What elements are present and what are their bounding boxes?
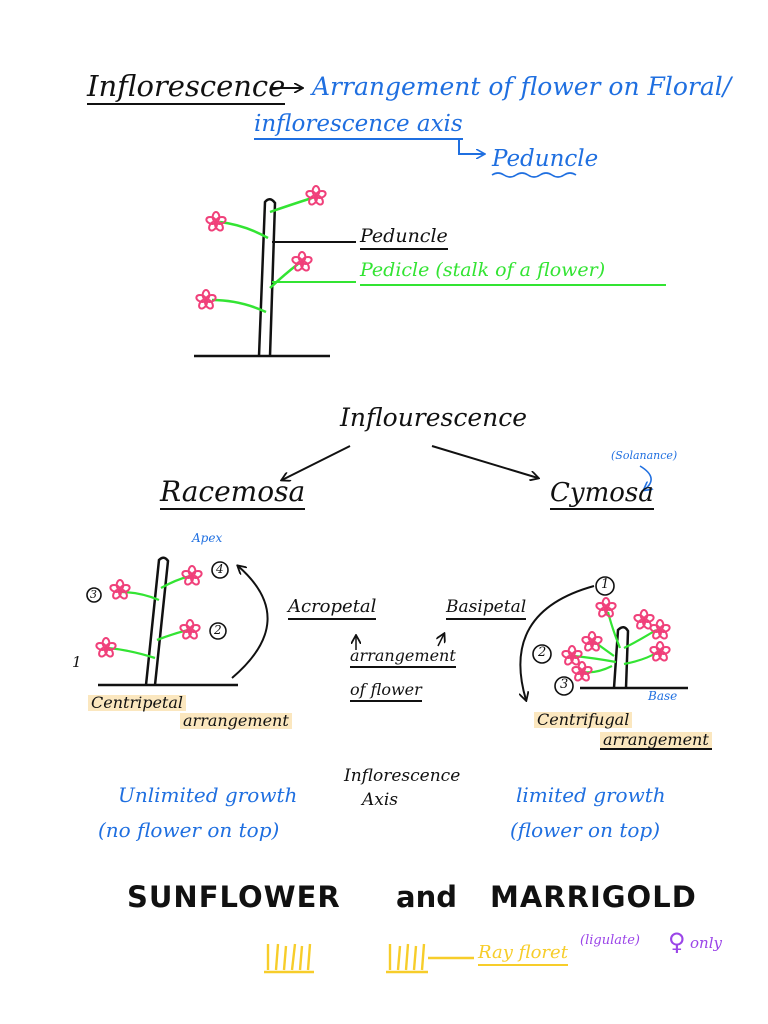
acropetal-label: Acropetal [288,598,377,620]
cymose-marker-1: 1 [601,577,610,592]
cymosa-label: Cymosa [550,478,654,510]
inflorescence-axis-label-2: Axis [362,790,399,810]
limited-growth-label: limited growth [516,783,666,807]
cymose-marker-2: 2 [538,645,547,660]
peduncle-wavy-underline [491,172,577,178]
tree-root-label: Inflourescence [340,403,528,432]
basipetal-arrow [520,585,595,700]
marker-circle [554,676,574,696]
marrigold-heading: MARRIGOLD [490,880,697,914]
centrifugal-label: Centrifugal [534,712,633,728]
and-heading: and [396,880,457,914]
pedicle-label: Pedicle (stalk of a flower) [360,261,666,286]
marker-circle [209,622,227,640]
only-label: only [690,934,722,952]
small-arrow-right [438,634,444,647]
racemose-diagram [86,556,269,687]
inflorescence-diagram [194,185,356,358]
marker-circle [595,576,615,596]
racemose-marker-2: 2 [214,623,222,637]
peduncle-note: Peduncle [492,146,599,172]
of-flower-label: of flower [350,682,422,702]
unlimited-growth-label: Unlimited growth [118,783,298,807]
racemose-marker-4: 4 [216,562,224,576]
solanance-arrow [639,465,651,490]
peduncle-arrow [458,140,484,154]
no-flower-on-top-label: (no flower on top) [98,818,280,842]
racemose-marker-3: 3 [90,588,97,601]
centripetal-label: Centripetal [88,695,187,711]
cymose-arrangement-label: arrangement [600,732,712,750]
racemosa-label: Racemosa [160,475,306,510]
inflorescence-axis-label-1: Inflorescence [344,766,461,786]
ray-floret-drawing [264,943,474,974]
racemose-marker-1: 1 [72,653,82,671]
cymose-diagram [520,576,688,700]
ligulate-label: (ligulate) [580,933,640,948]
flower-icon [290,251,314,274]
arrow-to-cymosa [431,445,538,478]
racemose-arrangement-label: arrangement [180,713,292,729]
arrangement-label: arrangement [350,648,456,668]
base-label: Base [648,689,678,703]
definition-line-1: Arrangement of flower on Floral/ [312,72,732,101]
sunflower-heading: SUNFLOWER [127,880,341,914]
definition-line-2: inflorescence axis [254,113,463,140]
flower-icon [204,211,228,234]
apex-label: Apex [192,531,223,545]
arrow-to-racemosa [282,445,351,480]
flower-icon [194,289,218,312]
term-inflorescence: Inflorescence [87,69,286,105]
female-symbol-icon: ♀ [668,928,686,956]
peduncle-label: Peduncle [360,227,448,250]
basipetal-label: Basipetal [446,599,527,620]
flower-icon [304,185,328,208]
ray-floret-label: Ray floret [478,944,568,966]
solanance-note: (Solanance) [611,449,678,462]
marker-circle [86,587,102,603]
acropetal-arrow [231,566,269,679]
marker-circle [532,644,552,664]
flower-on-top-label: (flower on top) [510,818,661,842]
cymose-marker-3: 3 [560,677,569,692]
marker-circle [211,561,229,579]
